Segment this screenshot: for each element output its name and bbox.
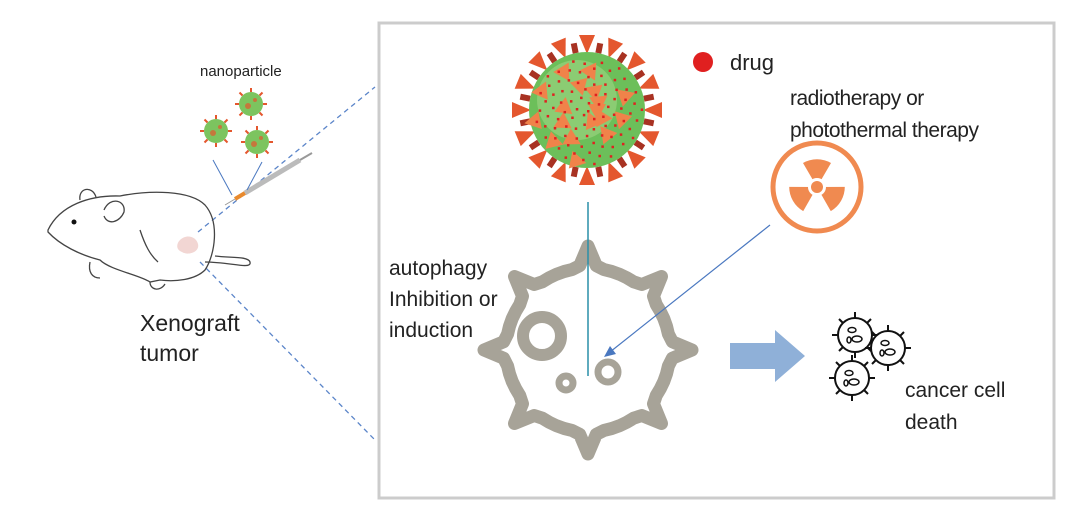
autophagy-label-line3: induction	[389, 319, 474, 342]
nanoparticle-icon	[199, 114, 233, 148]
autophagy-label-line1: autophagy	[389, 257, 488, 280]
autophagy-label-line2: Inhibition or	[389, 288, 498, 311]
drug-dot-icon	[693, 52, 713, 72]
detail-frame	[377, 21, 1056, 500]
arrow-right-icon	[730, 330, 805, 382]
cell-icon	[477, 239, 699, 461]
zoom-line-bottom	[199, 261, 376, 441]
nanoparticle-label: nanoparticle	[200, 63, 282, 80]
death-label-line2: death	[905, 411, 958, 434]
syringe-icon	[224, 152, 313, 206]
zoom-line-top	[197, 86, 376, 233]
tumor-icon	[177, 236, 199, 254]
nanoparticle-icon	[240, 125, 274, 159]
pointer-line	[212, 159, 233, 196]
radiation-icon	[770, 140, 864, 234]
pointer-line	[246, 161, 263, 191]
xenograft-label-line1: Xenograft	[140, 310, 240, 336]
drug-label: drug	[730, 50, 775, 75]
xenograft-label-line2: tumor	[140, 340, 199, 366]
nanoparticle-icon	[234, 87, 268, 121]
mouse-icon	[47, 188, 251, 290]
arrowhead-icon	[604, 346, 616, 357]
therapy-label-line2: photothermal therapy	[790, 119, 979, 142]
nanoparticle-large-icon	[512, 35, 662, 185]
therapy-to-cell-arrow	[609, 224, 771, 353]
therapy-label-line1: radiotherapy or	[790, 87, 924, 110]
death-label-line1: cancer cell	[905, 379, 1006, 402]
dead-cancer-cells-icon	[828, 311, 912, 402]
mouse-eye	[71, 219, 77, 225]
